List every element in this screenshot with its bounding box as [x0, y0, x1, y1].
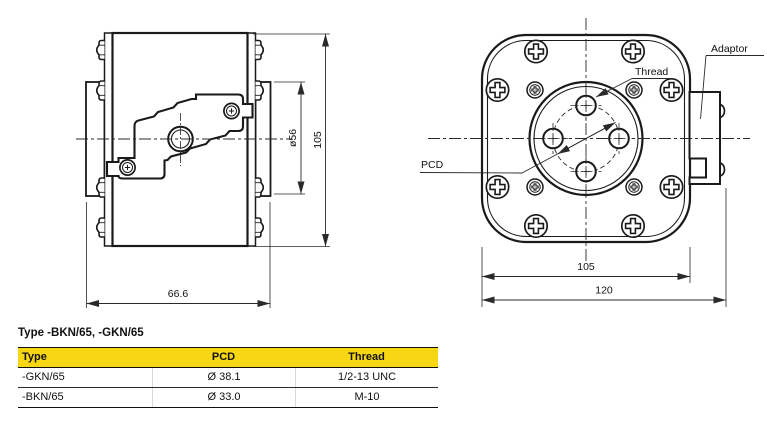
- dim-height: 105: [312, 131, 324, 149]
- table-cell-type: -GKN/65: [22, 371, 65, 383]
- left-view-dimensions: ø56 105 66.6: [86, 33, 330, 308]
- technical-drawing: ø56 105 66.6: [76, 18, 764, 308]
- table-header-row: Type PCD Thread: [18, 348, 438, 368]
- left-view: ø56 105 66.6: [76, 31, 330, 308]
- adaptor-screw-bumps: [719, 103, 726, 177]
- torx-screw-upper: [223, 102, 240, 120]
- table-header-type: Type: [22, 351, 47, 364]
- table-cell-pcd: Ø 38.1: [152, 367, 295, 387]
- clamp-plate-left: [103, 32, 114, 247]
- label-thread: Thread: [635, 66, 668, 78]
- table-cell-type: -BKN/65: [22, 391, 64, 403]
- table-row: -GKN/65 Ø 38.1 1/2-13 UNC: [18, 367, 438, 388]
- table-title: Type -BKN/65, -GKN/65: [18, 327, 144, 339]
- spec-table: Type PCD Thread -GKN/65 Ø 38.1 1/2-13 UN…: [18, 347, 438, 408]
- right-view: Thread Adaptor PCD 105 120: [419, 18, 764, 307]
- dim-total-width: 120: [595, 285, 613, 297]
- callout-thread: Thread: [595, 66, 672, 98]
- table-row: -BKN/65 Ø 33.0 M-10: [18, 387, 438, 408]
- table-header-pcd: PCD: [211, 351, 236, 364]
- dim-plate-width: 105: [577, 261, 595, 273]
- table-cell-thread: 1/2-13 UNC: [295, 367, 438, 387]
- adaptor-block: [688, 91, 721, 185]
- callout-adaptor: Adaptor: [700, 43, 764, 120]
- dim-width: 66.6: [168, 288, 189, 300]
- table-cell-pcd: Ø 33.0: [152, 387, 295, 407]
- label-adaptor: Adaptor: [711, 43, 748, 55]
- label-pcd: PCD: [421, 159, 444, 171]
- pcd-dimension: [521, 122, 616, 174]
- table-cell-thread: M-10: [295, 387, 438, 407]
- callout-pcd: PCD: [419, 159, 523, 174]
- table-header-thread: Thread: [348, 351, 385, 364]
- clamp-plate-right: [246, 32, 257, 247]
- spec-section: Type -BKN/65, -GKN/65 Type PCD Thread -G…: [18, 327, 438, 408]
- torx-screw-lower: [119, 159, 136, 176]
- thread-holes: [537, 90, 635, 187]
- dim-flange-diameter: ø56: [287, 129, 299, 147]
- right-view-dimensions: 105 120: [481, 188, 727, 307]
